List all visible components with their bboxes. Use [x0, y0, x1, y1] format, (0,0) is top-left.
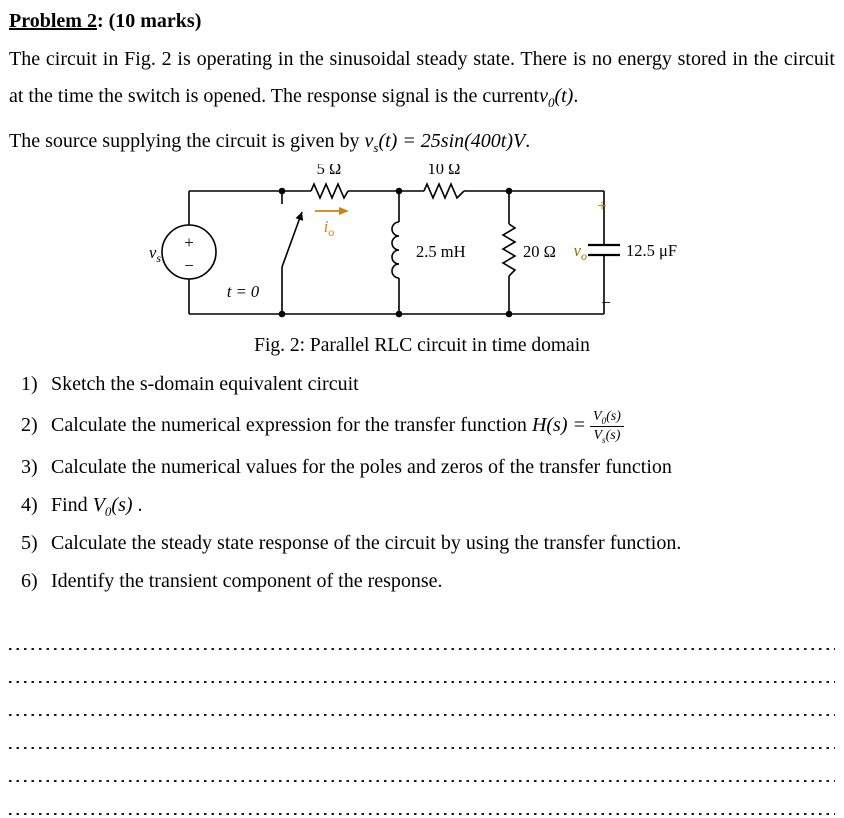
output-minus-sign: −	[601, 293, 611, 312]
inductor-symbol	[391, 221, 400, 279]
question-text: Calculate the numerical expression for t…	[51, 413, 532, 436]
transfer-function-fraction: V0(s)Vs(s)	[589, 409, 624, 444]
p1-math-rest: (t)	[554, 85, 574, 107]
question-item-1: 1) Sketch the s-domain equivalent circuit	[21, 371, 835, 398]
question-list: 1) Sketch the s-domain equivalent circuit…	[9, 371, 835, 595]
p2-math-source-equation: vs(t) = 25sin(400t)V	[364, 130, 526, 155]
v0s-math: V0(s)	[92, 494, 133, 520]
node-dot	[395, 310, 403, 318]
resistor-10ohm-label: 10 Ω	[428, 164, 461, 178]
circuit-figure: + − vs t = 0 5 Ω io 10 Ω 2.5 mH 20 Ω	[139, 159, 835, 327]
resistor-10ohm-symbol	[423, 181, 465, 201]
p2-math-base: v	[364, 130, 374, 152]
fraction-denominator: Vs(s)	[590, 427, 624, 444]
numerator-base: V	[592, 409, 602, 424]
question-text-end: .	[132, 494, 143, 517]
answer-line	[9, 749, 835, 783]
p1-math-v0t: v0(t)	[539, 85, 574, 110]
problem-title: Problem 2: (10 marks)	[9, 10, 835, 33]
source-label: vs	[149, 243, 161, 265]
p2-math-rest: (t) = 25sin(400t)V	[378, 130, 526, 152]
problem-title-marks: : (10 marks)	[96, 10, 202, 32]
numerator-sub: 0	[601, 415, 607, 426]
p1-text: The circuit in Fig. 2 is operating in th…	[9, 48, 835, 107]
answer-line	[9, 650, 835, 684]
output-plus-sign: +	[597, 196, 607, 215]
source-label-sub: s	[156, 251, 161, 265]
question-text: Identify the transient component of the …	[51, 570, 443, 593]
switch-time-label: t = 0	[227, 282, 260, 301]
output-voltage-label: vo	[574, 241, 587, 263]
answer-line	[9, 782, 835, 816]
question-number: 4)	[21, 494, 38, 517]
output-voltage-base: v	[574, 241, 582, 260]
circuit-diagram: + − vs t = 0 5 Ω io 10 Ω 2.5 mH 20 Ω	[149, 159, 677, 318]
source-label-base: v	[149, 243, 157, 262]
node-dot	[278, 310, 286, 318]
current-arrowhead	[339, 207, 349, 215]
denominator-base: V	[593, 427, 603, 443]
fraction-numerator: V0(s)	[589, 409, 624, 427]
p1-period: .	[573, 85, 579, 107]
node-dot	[395, 187, 403, 195]
node-dot	[278, 187, 286, 195]
answer-area	[9, 617, 835, 816]
switch-blade-arrow	[295, 212, 304, 221]
v0s-rest: (s)	[111, 494, 133, 517]
denominator-sub: s	[602, 434, 606, 445]
question-number: 3)	[21, 456, 38, 479]
intro-paragraph-2: The source supplying the circuit is give…	[9, 123, 835, 160]
question-text: Sketch the s-domain equivalent circuit	[51, 373, 359, 395]
figure-caption: Fig. 2: Parallel RLC circuit in time dom…	[254, 335, 590, 356]
switch-blade	[281, 211, 303, 268]
voltage-source-symbol	[161, 224, 217, 280]
output-voltage-sub: o	[581, 249, 587, 263]
question-item-4: 4) Find V0(s) .	[21, 492, 835, 519]
denominator-rest: (s)	[605, 427, 621, 443]
answer-line	[9, 617, 835, 651]
p1-math-base: v	[539, 85, 548, 107]
problem-title-main: Problem 2	[9, 10, 97, 32]
node-dot	[505, 310, 513, 318]
resistor-20ohm-symbol	[501, 223, 517, 277]
resistor-5ohm-label: 5 Ω	[317, 164, 342, 178]
transfer-function-hs: H(s) =	[531, 413, 586, 436]
question-item-5: 5) Calculate the steady state response of…	[21, 530, 835, 557]
inductor-label: 2.5 mH	[416, 242, 466, 261]
current-label: io	[324, 217, 335, 239]
p1-math-sub: 0	[547, 95, 555, 110]
capacitor-symbol	[588, 243, 620, 257]
source-minus-sign: −	[184, 256, 194, 275]
question-item-3: 3) Calculate the numerical values for the…	[21, 454, 835, 481]
question-number: 5)	[21, 532, 38, 555]
p2-period: .	[525, 130, 531, 152]
numerator-rest: (s)	[606, 409, 621, 424]
capacitor-label: 12.5 μF	[626, 241, 677, 260]
current-label-sub: o	[328, 225, 334, 239]
v0s-base: V	[92, 494, 105, 517]
question-item-6: 6) Identify the transient component of th…	[21, 568, 835, 595]
question-number: 2)	[21, 413, 38, 436]
question-text: Find	[51, 494, 93, 517]
resistor-20ohm-label: 20 Ω	[523, 242, 556, 261]
node-dot	[505, 187, 513, 195]
question-text: Calculate the numerical values for the p…	[51, 456, 672, 479]
p2-text: The source supplying the circuit is give…	[9, 130, 365, 152]
v0s-sub: 0	[104, 504, 112, 520]
resistor-5ohm-symbol	[310, 181, 349, 201]
question-number: 6)	[21, 570, 38, 593]
answer-line	[9, 683, 835, 717]
current-label-base: i	[324, 217, 329, 236]
answer-line	[9, 716, 835, 750]
question-item-2: 2) Calculate the numerical expression for…	[21, 409, 835, 444]
source-plus-sign: +	[184, 233, 194, 252]
question-text: Calculate the steady state response of t…	[51, 532, 682, 555]
p2-math-sub: s	[373, 140, 379, 155]
intro-paragraph-1: The circuit in Fig. 2 is operating in th…	[9, 41, 835, 115]
question-number: 1)	[21, 373, 38, 395]
